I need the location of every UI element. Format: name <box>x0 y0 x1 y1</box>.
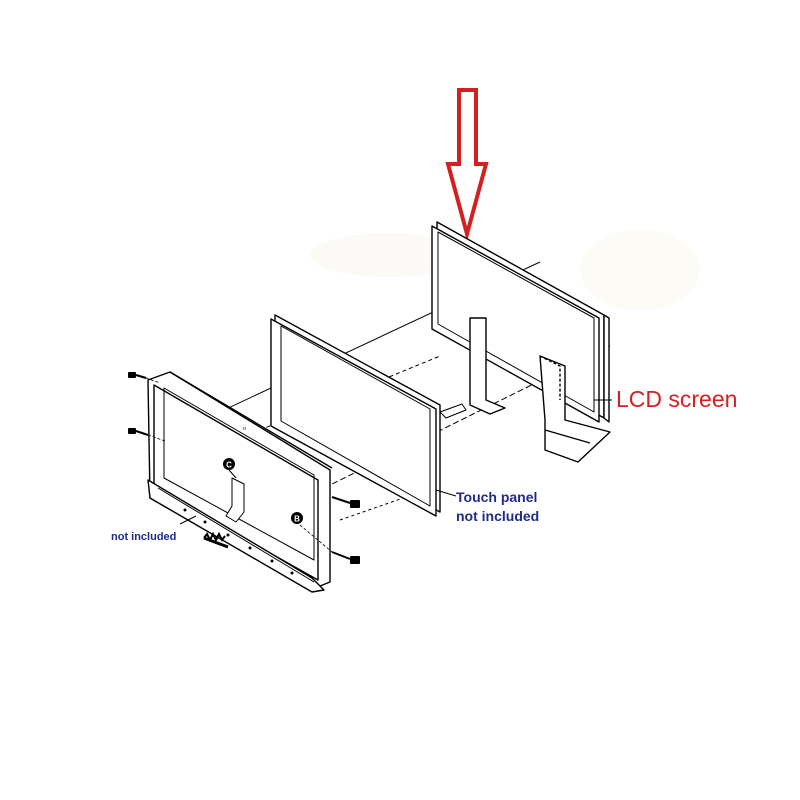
callout-b: B <box>291 512 303 524</box>
touch-panel-label-line1: Touch panel <box>456 489 538 505</box>
red-down-arrow-icon <box>445 88 489 242</box>
front-bezel-frame: o <box>147 371 333 593</box>
callout-c: C <box>223 458 237 479</box>
touch-panel-label: Touch panel not included <box>456 488 539 526</box>
screw-icon <box>331 551 360 564</box>
bezel-not-included-label: not included <box>111 531 177 543</box>
svg-text:o: o <box>243 426 246 432</box>
callout-b-letter: B <box>294 515 300 524</box>
screw-icon <box>331 496 360 508</box>
screw-icon <box>128 372 147 379</box>
touch-panel <box>270 314 467 517</box>
label-leader-lines <box>179 399 612 525</box>
screw-icon <box>128 428 149 436</box>
lcd-screen-panel <box>431 221 611 463</box>
callout-c-letter: C <box>226 461 232 470</box>
background-smudges <box>310 230 700 310</box>
touch-panel-label-line2: not included <box>456 508 540 524</box>
lcd-screen-label: LCD screen <box>616 386 738 412</box>
spring-icon <box>203 531 229 549</box>
screw-guide-lines <box>145 377 333 553</box>
